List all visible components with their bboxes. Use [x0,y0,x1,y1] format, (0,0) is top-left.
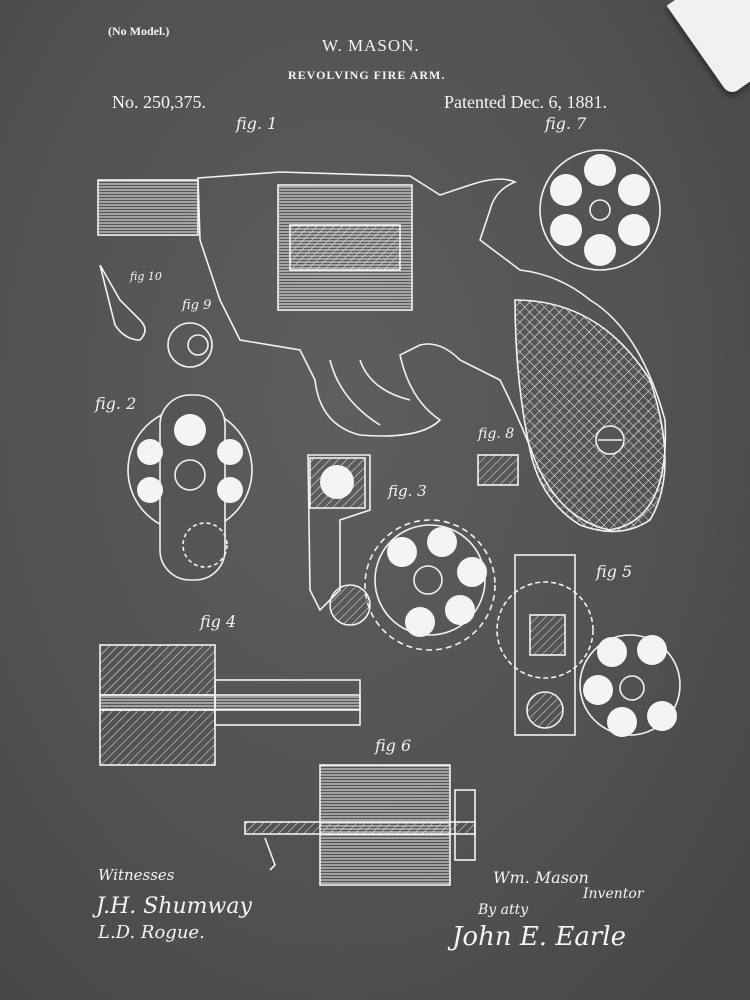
fig5-frame [496,554,681,737]
fig1-revolver [97,171,667,533]
fig3-mechanism [307,454,496,651]
fig5-label: fig 5 [596,562,633,581]
patent-title: REVOLVING FIRE ARM. [288,68,446,82]
witness-signature-2: L.D. Rogue. [98,922,205,943]
no-model-label: (No Model.) [108,24,170,38]
witness-signature-1: J.H. Shumway [96,894,252,919]
fig7-cylinder [539,149,661,271]
fig10-label: fig 10 [130,270,162,283]
fig2-label: fig. 2 [95,394,137,413]
patent-date: Patented Dec. 6, 1881. [444,92,607,112]
inventor-name: Wm. Mason [493,868,589,887]
fig4-section [99,644,361,766]
attorney-signature: John E. Earle [452,922,626,952]
fig6-label: fig 6 [375,736,412,755]
fig1-label: fig. 1 [236,114,278,133]
fig8-label: fig. 8 [478,426,515,442]
inventor-heading: W. MASON. [322,36,420,55]
fig6-section [244,764,476,886]
fig8-detail [477,454,519,486]
witnesses-label: Witnesses [98,866,175,884]
fig3-label: fig. 3 [388,482,427,500]
fig2-cylinder [127,394,253,581]
inventor-label: Inventor [583,886,644,902]
fig4-label: fig 4 [200,612,237,631]
by-atty-label: By atty [478,902,529,918]
patent-number: No. 250,375. [112,92,206,112]
fig7-label: fig. 7 [545,114,587,133]
fig9-label: fig 9 [182,298,212,313]
